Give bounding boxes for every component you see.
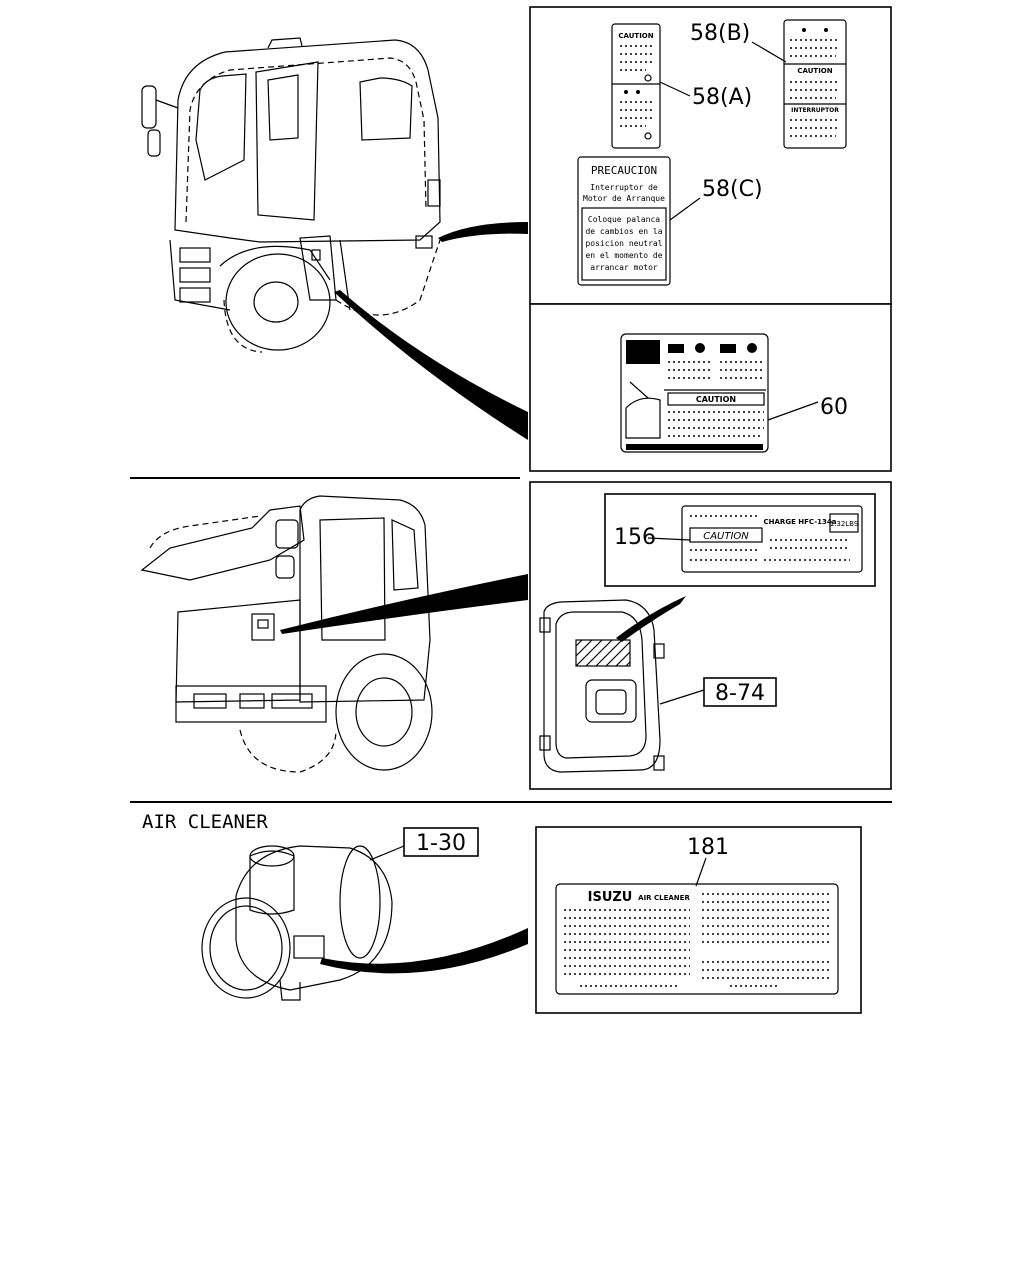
label-58c-line1: Interruptor de [590,183,658,192]
callout-181: 181 [687,835,729,860]
label-60: CAUTION [620,333,769,453]
callout-58c: 58(C) [702,177,763,202]
label-58b: CAUTION INTERRUPTOR [783,19,847,149]
label-58a: CAUTION [611,23,661,149]
callout-60: 60 [820,395,848,420]
leader-ribbon-181 [320,928,528,974]
callout-1-30-box [403,827,479,857]
callout-58a: 58(A) [692,85,752,110]
part-8-74 [539,599,665,773]
callout-58b: 58(B) [690,21,750,46]
truck-front-view [140,495,433,773]
label-58c-line2: Motor de Arranque [583,194,665,203]
callout-8-74: 8-74 [715,681,765,706]
leader-58a [659,81,691,97]
section-title-air-cleaner: AIR CLEANER [142,811,268,833]
label-156-caution: CAUTION [703,531,749,542]
label-58c-body2: de cambios en la [585,227,662,236]
panel-label-60 [529,303,892,472]
leader-156 [647,537,691,541]
label-60-caution: CAUTION [696,395,736,404]
label-58c: PRECAUCION Interruptor de Motor de Arran… [577,156,671,286]
leader-ribbon-58 [438,222,528,242]
leader-181 [695,857,707,887]
leader-8-74 [659,689,705,705]
leader-1-30 [369,845,405,861]
label-58a-caution: CAUTION [618,32,653,40]
leader-wedge-156 [616,596,686,642]
label-156-amount: 1.32LBS [830,520,859,528]
leader-ribbon-156 [280,574,528,634]
label-156: CAUTION CHARGE HFC-134a 1.32LBS [681,505,863,573]
callout-156: 156 [614,525,656,550]
leader-58b [751,41,787,63]
truck-side-view [141,37,441,353]
label-58b-interruptor: INTERRUPTOR [791,107,839,114]
leader-ribbon-60 [334,290,528,440]
leader-60 [767,401,819,421]
callout-1-30: 1-30 [416,831,466,856]
callout-8-74-box [703,677,777,707]
label-58c-title: PRECAUCION [591,164,657,177]
panel-labels-58 [529,6,892,305]
panel-label-181 [535,826,862,1014]
air-cleaner-part [201,845,393,1001]
label-58c-body1: Coloque palanca [588,215,660,224]
label-181-brand: ISUZU [588,890,633,905]
leader-58c [669,197,701,221]
label-181-product: AIR CLEANER [638,894,690,902]
label-58c-body3: posicion neutral [585,239,662,248]
label-58b-caution: CAUTION [797,67,832,75]
label-58c-body4: en el momento de [585,251,662,260]
label-156-charge: CHARGE HFC-134a [764,518,837,526]
label-58c-body5: arrancar motor [590,263,658,272]
